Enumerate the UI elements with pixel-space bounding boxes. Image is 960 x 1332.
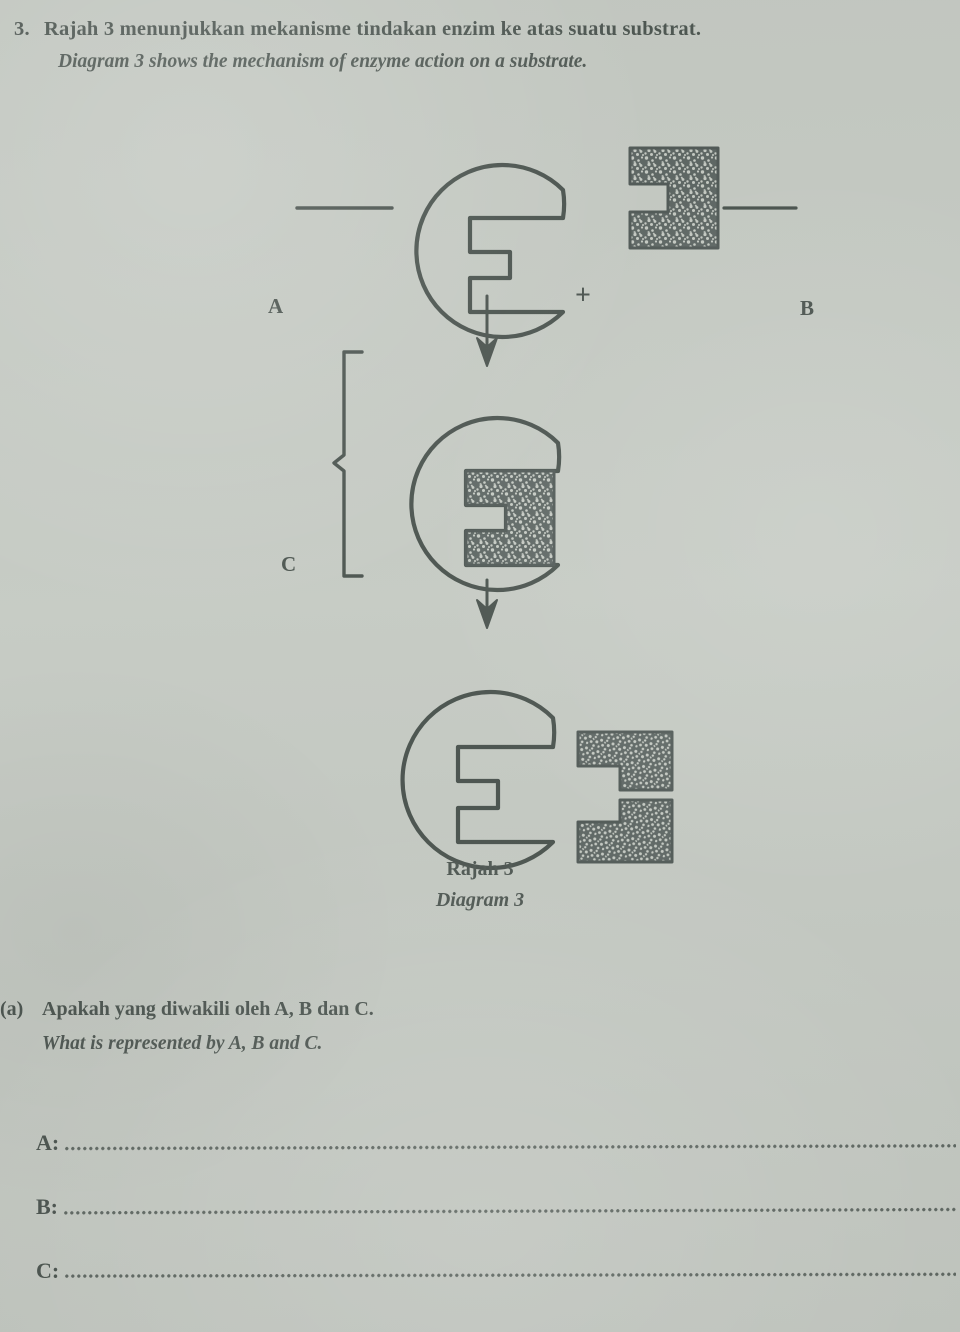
diagram-svg	[295, 146, 798, 871]
part-a-marker: (a)	[0, 998, 24, 1020]
answer-input-c[interactable]	[65, 1266, 956, 1282]
answer-key-a: A:	[36, 1130, 60, 1155]
answer-input-a[interactable]	[65, 1138, 956, 1154]
diagram-label-c: C	[281, 552, 297, 576]
caption-malay: Rajah 3	[446, 858, 514, 880]
answer-key-b: B:	[36, 1194, 58, 1219]
question-stem-malay-text: Rajah 3 menunjukkan mekanisme tindakan e…	[44, 18, 702, 40]
part-a-english: What is represented by A, B and C.	[42, 1033, 323, 1054]
plus-sign: +	[575, 280, 591, 311]
caption-english: Diagram 3	[435, 889, 525, 911]
part-a-malay-text: Apakah yang diwakili oleh A, B dan C.	[42, 998, 374, 1020]
answer-row-c[interactable]: C:	[0, 1218, 960, 1282]
answer-lines: A: B: C:	[0, 1090, 960, 1282]
enzyme-substrate-complex-icon	[409, 415, 562, 593]
curly-bracket-icon	[332, 350, 364, 578]
product-pieces-icon	[576, 730, 674, 864]
diagram-label-b: B	[800, 296, 815, 320]
diagram-label-a: A	[268, 294, 284, 318]
question-header: 3. Rajah 3 menunjukkan mekanisme tindakan…	[14, 18, 944, 73]
answer-row-b[interactable]: B:	[0, 1154, 960, 1218]
diagram-caption: Rajah 3 Diagram 3	[0, 858, 960, 912]
enzyme-circle-icon	[400, 689, 557, 871]
down-arrow-icon	[476, 294, 498, 367]
part-a: (a) Apakah yang diwakili oleh A, B dan C.…	[0, 998, 960, 1055]
answer-input-b[interactable]	[64, 1202, 956, 1218]
question-stem-malay: 3. Rajah 3 menunjukkan mekanisme tindakan…	[14, 18, 944, 41]
part-a-malay: (a) Apakah yang diwakili oleh A, B dan C.	[0, 998, 960, 1021]
question-number: 3.	[14, 18, 30, 40]
enzyme-circle-icon	[414, 162, 567, 340]
question-stem-english: Diagram 3 shows the mechanism of enzyme …	[58, 51, 588, 72]
answer-key-c: C:	[36, 1258, 60, 1283]
down-arrow-icon	[476, 578, 498, 629]
substrate-block-icon	[628, 146, 720, 250]
diagram-3: A B C +	[0, 100, 960, 940]
answer-row-a[interactable]: A:	[0, 1090, 960, 1154]
